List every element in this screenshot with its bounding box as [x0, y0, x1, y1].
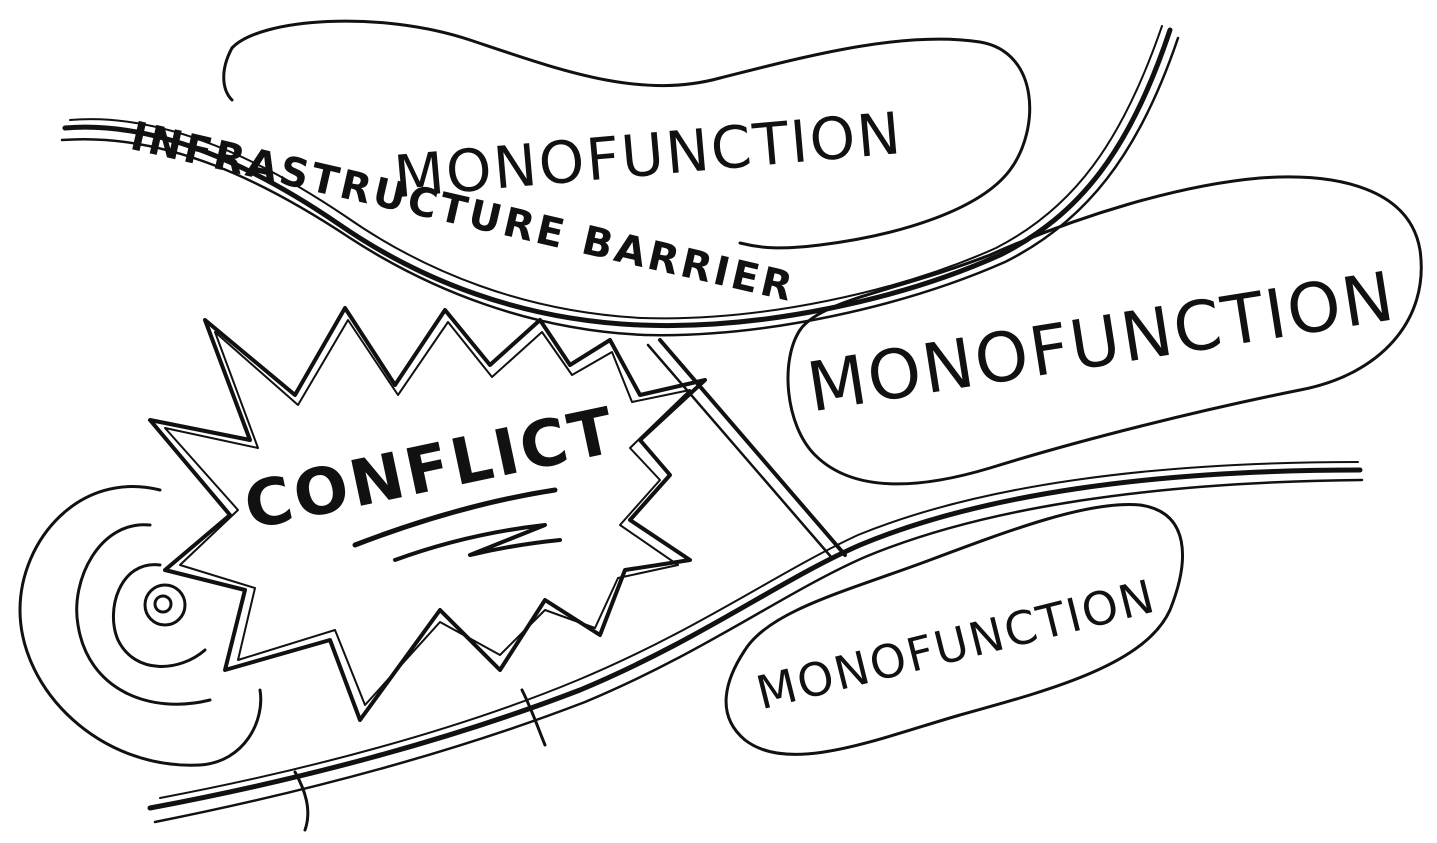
conflict-starburst: CONFLICT: [150, 308, 705, 720]
monofunction-zone-top: MONOFUNCTION: [224, 21, 1030, 248]
zone-middle-label: MONOFUNCTION: [802, 257, 1401, 428]
concentric-target-icon: [20, 487, 261, 766]
conflict-label: CONFLICT: [238, 394, 623, 545]
zone-bottom-label: MONOFUNCTION: [751, 569, 1161, 720]
monofunction-zone-bottom: MONOFUNCTION: [726, 504, 1182, 754]
monofunction-zone-middle: MONOFUNCTION: [788, 177, 1421, 484]
